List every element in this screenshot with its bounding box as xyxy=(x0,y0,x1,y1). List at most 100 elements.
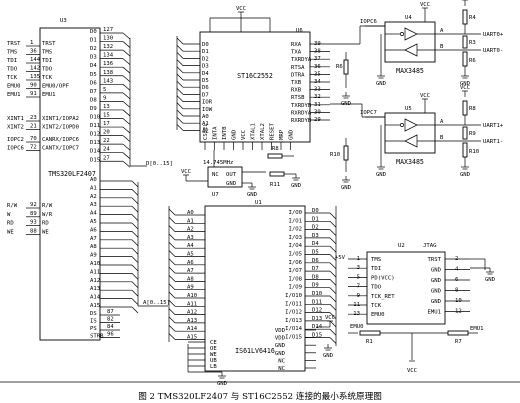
u3-data-d0: D0 xyxy=(90,29,97,35)
u3-pin-we: WE xyxy=(7,229,14,235)
r10-gnd: GND xyxy=(341,185,352,191)
figure-caption-wrap: 图 2 TMS320LF2407 与 ST16C2552 连接的最小系统原理图 xyxy=(0,386,520,403)
u1-addr-a9: A9 xyxy=(187,285,194,291)
u3-addr-a4: A4 xyxy=(90,211,97,217)
u1-vcc: VCC xyxy=(325,315,335,321)
u6-ref: U6 xyxy=(296,28,303,34)
u1-addr-entry xyxy=(168,291,176,299)
u6-bottom-mrp: MRP xyxy=(279,129,285,140)
u6-part: ST16C2552 xyxy=(237,72,273,80)
r7 xyxy=(447,330,469,336)
u2-right-2: GND xyxy=(431,278,442,284)
u3-data-num: 27 xyxy=(103,155,110,161)
u1-gnd-bottom: GND xyxy=(217,381,228,387)
u1-data-d3: D3 xyxy=(312,233,319,239)
u6-bottom-gnd: GND xyxy=(289,129,295,140)
u6-out-txa: TXA xyxy=(291,50,302,56)
u6-out-rxrdyb: RXRDYB xyxy=(291,118,312,124)
u5-out1: UART1+ xyxy=(483,123,504,129)
u6-in-entry xyxy=(176,80,184,88)
u1-data-d13: D13 xyxy=(312,316,322,322)
u4-b: B xyxy=(440,44,444,50)
u3-pin-inner: EMU1 xyxy=(42,92,55,98)
u3-ctl-num: 87 xyxy=(107,309,114,315)
u6-in-entry xyxy=(176,109,184,117)
u2-net-emu0: EMU0 xyxy=(350,324,363,330)
u1-addr-a5: A5 xyxy=(187,252,194,258)
u3-addr-entry xyxy=(131,273,139,280)
u6-body xyxy=(199,31,311,143)
u1-io-entry xyxy=(329,337,337,344)
u3-pin-num: 142 xyxy=(30,66,40,72)
u3-addr-a13: A13 xyxy=(90,286,100,292)
u4-out1: UART0+ xyxy=(483,32,504,38)
u3-data-d2: D2 xyxy=(90,46,97,52)
u1-io-entry xyxy=(329,287,337,294)
u6-out-txrdyb: TXRDYB xyxy=(291,103,312,109)
u3-data-num: 20 xyxy=(103,130,110,136)
u3-ctl-num: 84 xyxy=(107,324,114,330)
u4-body xyxy=(384,21,436,63)
u3-data-num: 134 xyxy=(103,53,114,59)
u5-gnd: GND xyxy=(376,172,387,178)
u1-addr-a13: A13 xyxy=(187,318,197,324)
u1-io-6: I/O6 xyxy=(289,260,302,266)
u1-addr-entry xyxy=(168,275,176,282)
u6-out-rxa: RXA xyxy=(291,42,302,48)
u6-out-rxb: RXB xyxy=(291,88,302,94)
u3-pin-num: 72 xyxy=(30,145,37,151)
u1-addr-a12: A12 xyxy=(187,310,197,316)
addr-bus-label: A[0..15] xyxy=(143,300,170,306)
crystal-freq: 14.745MHz xyxy=(203,160,233,166)
u3-addr-entry xyxy=(131,247,139,255)
u4-net: IOPC6 xyxy=(360,19,377,25)
u1-io-2: I/O2 xyxy=(289,227,302,233)
u5-ref: U5 xyxy=(405,106,412,112)
u5-r-top-label: R8 xyxy=(469,106,476,112)
u4-part: MAX3485 xyxy=(396,67,424,75)
u6-bottom-inta: INTA xyxy=(213,126,219,140)
u1-io-15: I/O15 xyxy=(285,335,302,341)
u3-pin-emu0: EMU0 xyxy=(7,84,20,90)
u6-bottom-gnd: GND xyxy=(232,129,238,140)
u3-addr-a11: A11 xyxy=(90,269,100,275)
u3-addr-entry xyxy=(131,264,139,272)
u1-io-entry xyxy=(329,304,337,311)
u4-ref: U4 xyxy=(405,15,412,21)
u3-pin-inner: W/R xyxy=(42,212,53,218)
r6 xyxy=(343,59,349,75)
u6-bottom-reset: RESET xyxy=(270,123,276,140)
u3-pin-num: 93 xyxy=(30,220,37,226)
u3-data-entry xyxy=(122,41,131,48)
u3-pin-num: 144 xyxy=(30,57,41,63)
u3-data-entry xyxy=(122,160,131,168)
u3-pin-num: 36 xyxy=(30,49,37,55)
u3-addr-entry xyxy=(131,306,139,314)
u1-io-11: I/O11 xyxy=(285,301,302,307)
u3-pin-inner: CANRX/IOPC6 xyxy=(42,137,79,143)
u5-rx-tri xyxy=(404,118,418,132)
u7-vcc: VCC xyxy=(181,169,191,175)
u3-pin-iopc2: IOPC2 xyxy=(7,137,24,143)
u5-r-mid xyxy=(462,126,468,140)
u6-in-entry xyxy=(176,102,184,110)
u1-io-entry xyxy=(329,295,337,303)
u1-ref: U1 xyxy=(255,200,262,206)
u3-data-num: 136 xyxy=(103,61,113,67)
u1-addr-a11: A11 xyxy=(187,301,197,307)
u3-data-entry xyxy=(122,49,131,57)
u3-data-d4: D4 xyxy=(90,63,97,69)
u1-addr-a4: A4 xyxy=(187,243,194,249)
u3-data-d9: D9 xyxy=(90,106,97,112)
u3-addr-entry xyxy=(131,205,139,213)
u3-addr-a8: A8 xyxy=(90,244,97,250)
u5-r-bot xyxy=(462,142,468,158)
u3-ctl-is: IS xyxy=(90,319,97,325)
u3-data-num: 9 xyxy=(103,95,106,101)
u5-out2: UART1- xyxy=(483,139,503,145)
u1-addr-a7: A7 xyxy=(187,268,194,274)
u3-data-entry xyxy=(122,32,131,40)
u1-io-entry xyxy=(329,320,337,328)
u5-r-bot-label: R10 xyxy=(469,149,479,155)
u6-in-entry xyxy=(176,66,184,74)
